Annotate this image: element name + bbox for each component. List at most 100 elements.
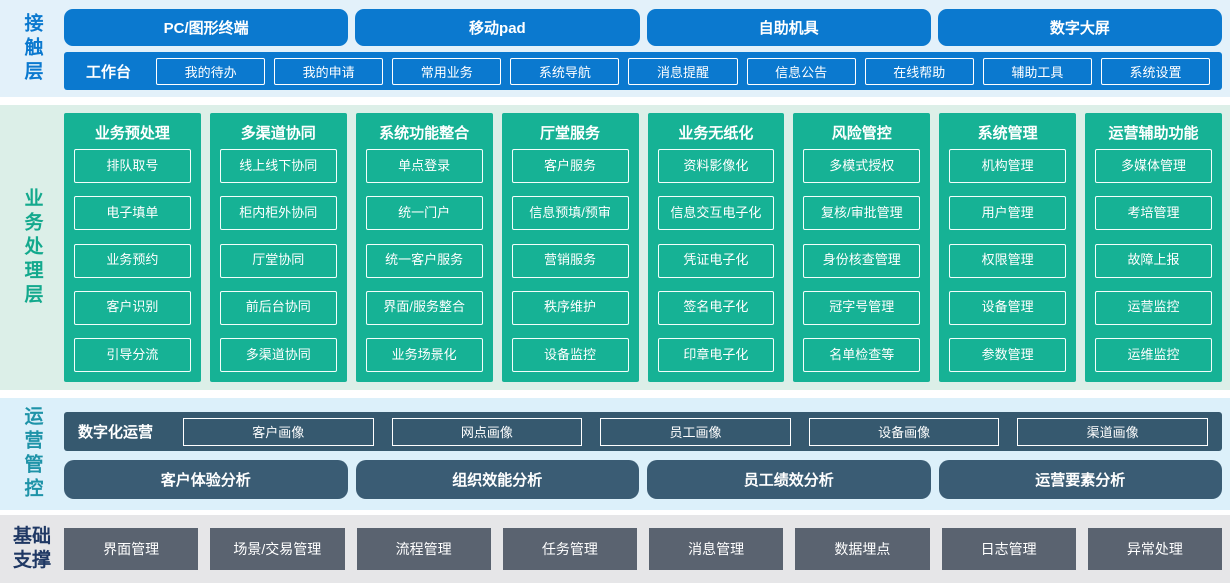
base-item-exception-handling: 异常处理 (1087, 528, 1222, 570)
biz-item: 凭证电子化 (657, 243, 775, 278)
biz-item: 线上线下协同 (219, 149, 337, 183)
biz-item: 权限管理 (949, 243, 1067, 278)
biz-item: 前后台协同 (219, 290, 337, 325)
biz-item: 信息交互电子化 (657, 196, 775, 231)
biz-item: 设备管理 (949, 290, 1067, 325)
biz-item: 界面/服务整合 (365, 290, 483, 325)
biz-item: 信息预填/预审 (511, 196, 629, 231)
base-item-process-management: 流程管理 (356, 528, 491, 570)
business-layer-label-area: 业务处理层 (0, 105, 64, 390)
biz-item: 故障上报 (1095, 243, 1212, 278)
workbench-item-common-business: 常用业务 (392, 57, 502, 85)
ops-item-channel-profile: 渠道画像 (1017, 417, 1208, 446)
biz-col-title: 业务预处理 (94, 124, 170, 142)
workbench-item-system-navigation: 系统导航 (510, 57, 620, 85)
foundation-layer-section: 基础支撑 界面管理 场景/交易管理 流程管理 任务管理 消息管理 数据埋点 日志… (0, 515, 1230, 583)
biz-col-title: 厅堂服务 (540, 124, 601, 142)
biz-item: 参数管理 (949, 338, 1067, 372)
operations-layer-section: 运营管控 数字化运营 客户画像 网点画像 员工画像 设备画像 渠道画像 客户体验… (0, 398, 1230, 510)
biz-item: 引导分流 (74, 338, 191, 372)
biz-item: 客户识别 (74, 290, 191, 325)
foundation-layer-label-area: 基础支撑 (0, 525, 64, 573)
biz-col-system-management: 系统管理 机构管理 用户管理 权限管理 设备管理 参数管理 (939, 113, 1077, 382)
biz-item: 资料影像化 (657, 149, 775, 183)
contact-layer-section: 接触层 PC/图形终端 移动pad 自助机具 数字大屏 工作台 我的待办 我的申… (0, 0, 1230, 97)
biz-item: 名单检查等 (803, 338, 921, 372)
ops-item-branch-profile: 网点画像 (391, 417, 583, 446)
biz-item: 机构管理 (949, 149, 1067, 183)
biz-item: 营销服务 (511, 243, 629, 278)
channel-mobile-pad: 移动pad (355, 9, 640, 46)
biz-item: 客户服务 (511, 149, 629, 183)
channel-pc-terminal: PC/图形终端 (64, 9, 349, 46)
analysis-employee-performance: 员工绩效分析 (647, 460, 931, 499)
biz-item: 单点登录 (365, 149, 483, 183)
biz-col-title: 运营辅助功能 (1108, 124, 1199, 142)
base-item-log-management: 日志管理 (941, 528, 1076, 570)
base-item-ui-management: 界面管理 (64, 528, 199, 570)
biz-item: 身份核查管理 (803, 243, 921, 278)
contact-layer-label-area: 接触层 (0, 0, 64, 97)
base-item-message-management: 消息管理 (649, 528, 784, 570)
workbench-item-info-announcement: 信息公告 (746, 57, 856, 85)
biz-col-preprocessing: 业务预处理 排队取号 电子填单 业务预约 客户识别 引导分流 (64, 113, 201, 382)
workbench-item-message-reminder: 消息提醒 (628, 57, 738, 85)
biz-col-risk-control: 风险管控 多模式授权 复核/审批管理 身份核查管理 冠字号管理 名单检查等 (793, 113, 931, 382)
workbench-label: 工作台 (86, 63, 132, 81)
base-item-data-tracking: 数据埋点 (795, 528, 930, 570)
biz-item: 多媒体管理 (1095, 149, 1212, 183)
digital-ops-bar: 数字化运营 客户画像 网点画像 员工画像 设备画像 渠道画像 (64, 412, 1222, 451)
biz-item: 多模式授权 (803, 149, 921, 183)
workbench-item-system-settings: 系统设置 (1100, 57, 1210, 85)
biz-col-title: 系统管理 (977, 124, 1038, 142)
ops-item-customer-profile: 客户画像 (183, 417, 374, 446)
biz-item: 排队取号 (74, 149, 191, 183)
workbench-bar: 工作台 我的待办 我的申请 常用业务 系统导航 消息提醒 信息公告 在线帮助 辅… (64, 52, 1222, 90)
foundation-layer-label: 基础支撑 (12, 526, 51, 571)
biz-item: 柜内柜外协同 (219, 196, 337, 231)
analysis-org-efficiency: 组织效能分析 (355, 460, 639, 499)
workbench-item-my-todo: 我的待办 (156, 57, 266, 85)
biz-item: 秩序维护 (511, 290, 629, 325)
biz-item: 运维监控 (1095, 338, 1212, 372)
biz-item: 印章电子化 (657, 338, 775, 372)
biz-col-title: 多渠道协同 (240, 124, 316, 142)
digital-ops-label: 数字化运营 (78, 424, 154, 441)
analysis-customer-experience: 客户体验分析 (64, 460, 348, 499)
biz-item: 业务场景化 (365, 338, 483, 372)
base-item-task-management: 任务管理 (502, 528, 637, 570)
business-columns: 业务预处理 排队取号 电子填单 业务预约 客户识别 引导分流 多渠道协同 线上线… (64, 105, 1222, 390)
biz-item: 复核/审批管理 (803, 196, 921, 231)
biz-col-paperless: 业务无纸化 资料影像化 信息交互电子化 凭证电子化 签名电子化 印章电子化 (647, 113, 785, 382)
business-layer-section: 业务处理层 业务预处理 排队取号 电子填单 业务预约 客户识别 引导分流 多渠道… (0, 105, 1230, 390)
channel-digital-screen: 数字大屏 (937, 9, 1222, 46)
biz-col-hall-service: 厅堂服务 客户服务 信息预填/预审 营销服务 秩序维护 设备监控 (501, 113, 639, 382)
biz-item: 签名电子化 (657, 290, 775, 325)
biz-item: 冠字号管理 (803, 290, 921, 325)
biz-item: 用户管理 (949, 196, 1067, 231)
biz-item: 多渠道协同 (219, 338, 337, 372)
channel-self-service: 自助机具 (646, 9, 931, 46)
biz-col-title: 业务无纸化 (678, 124, 754, 142)
foundation-row: 界面管理 场景/交易管理 流程管理 任务管理 消息管理 数据埋点 日志管理 异常… (64, 528, 1222, 570)
biz-item: 运营监控 (1095, 290, 1212, 325)
biz-item: 考培管理 (1095, 196, 1212, 231)
biz-item: 厅堂协同 (219, 243, 337, 278)
channel-row: PC/图形终端 移动pad 自助机具 数字大屏 (64, 9, 1222, 46)
contact-layer-label: 接触层 (21, 12, 43, 85)
workbench-item-auxiliary-tools: 辅助工具 (982, 57, 1092, 85)
ops-item-employee-profile: 员工画像 (600, 417, 791, 446)
ops-analysis-row: 客户体验分析 组织效能分析 员工绩效分析 运营要素分析 (64, 460, 1222, 499)
operations-layer-label-area: 运营管控 (0, 398, 64, 510)
biz-col-multichannel: 多渠道协同 线上线下协同 柜内柜外协同 厅堂协同 前后台协同 多渠道协同 (209, 113, 347, 382)
biz-item: 统一门户 (365, 196, 483, 231)
biz-item: 设备监控 (511, 338, 629, 372)
biz-item: 电子填单 (74, 196, 191, 231)
workbench-item-online-help: 在线帮助 (864, 57, 974, 85)
operations-layer-label: 运营管控 (21, 406, 43, 502)
biz-col-ops-auxiliary: 运营辅助功能 多媒体管理 考培管理 故障上报 运营监控 运维监控 (1085, 113, 1222, 382)
analysis-ops-elements: 运营要素分析 (938, 460, 1222, 499)
biz-col-title: 系统功能整合 (379, 124, 470, 142)
base-item-scene-transaction: 场景/交易管理 (210, 528, 345, 570)
biz-col-title: 风险管控 (831, 124, 892, 142)
